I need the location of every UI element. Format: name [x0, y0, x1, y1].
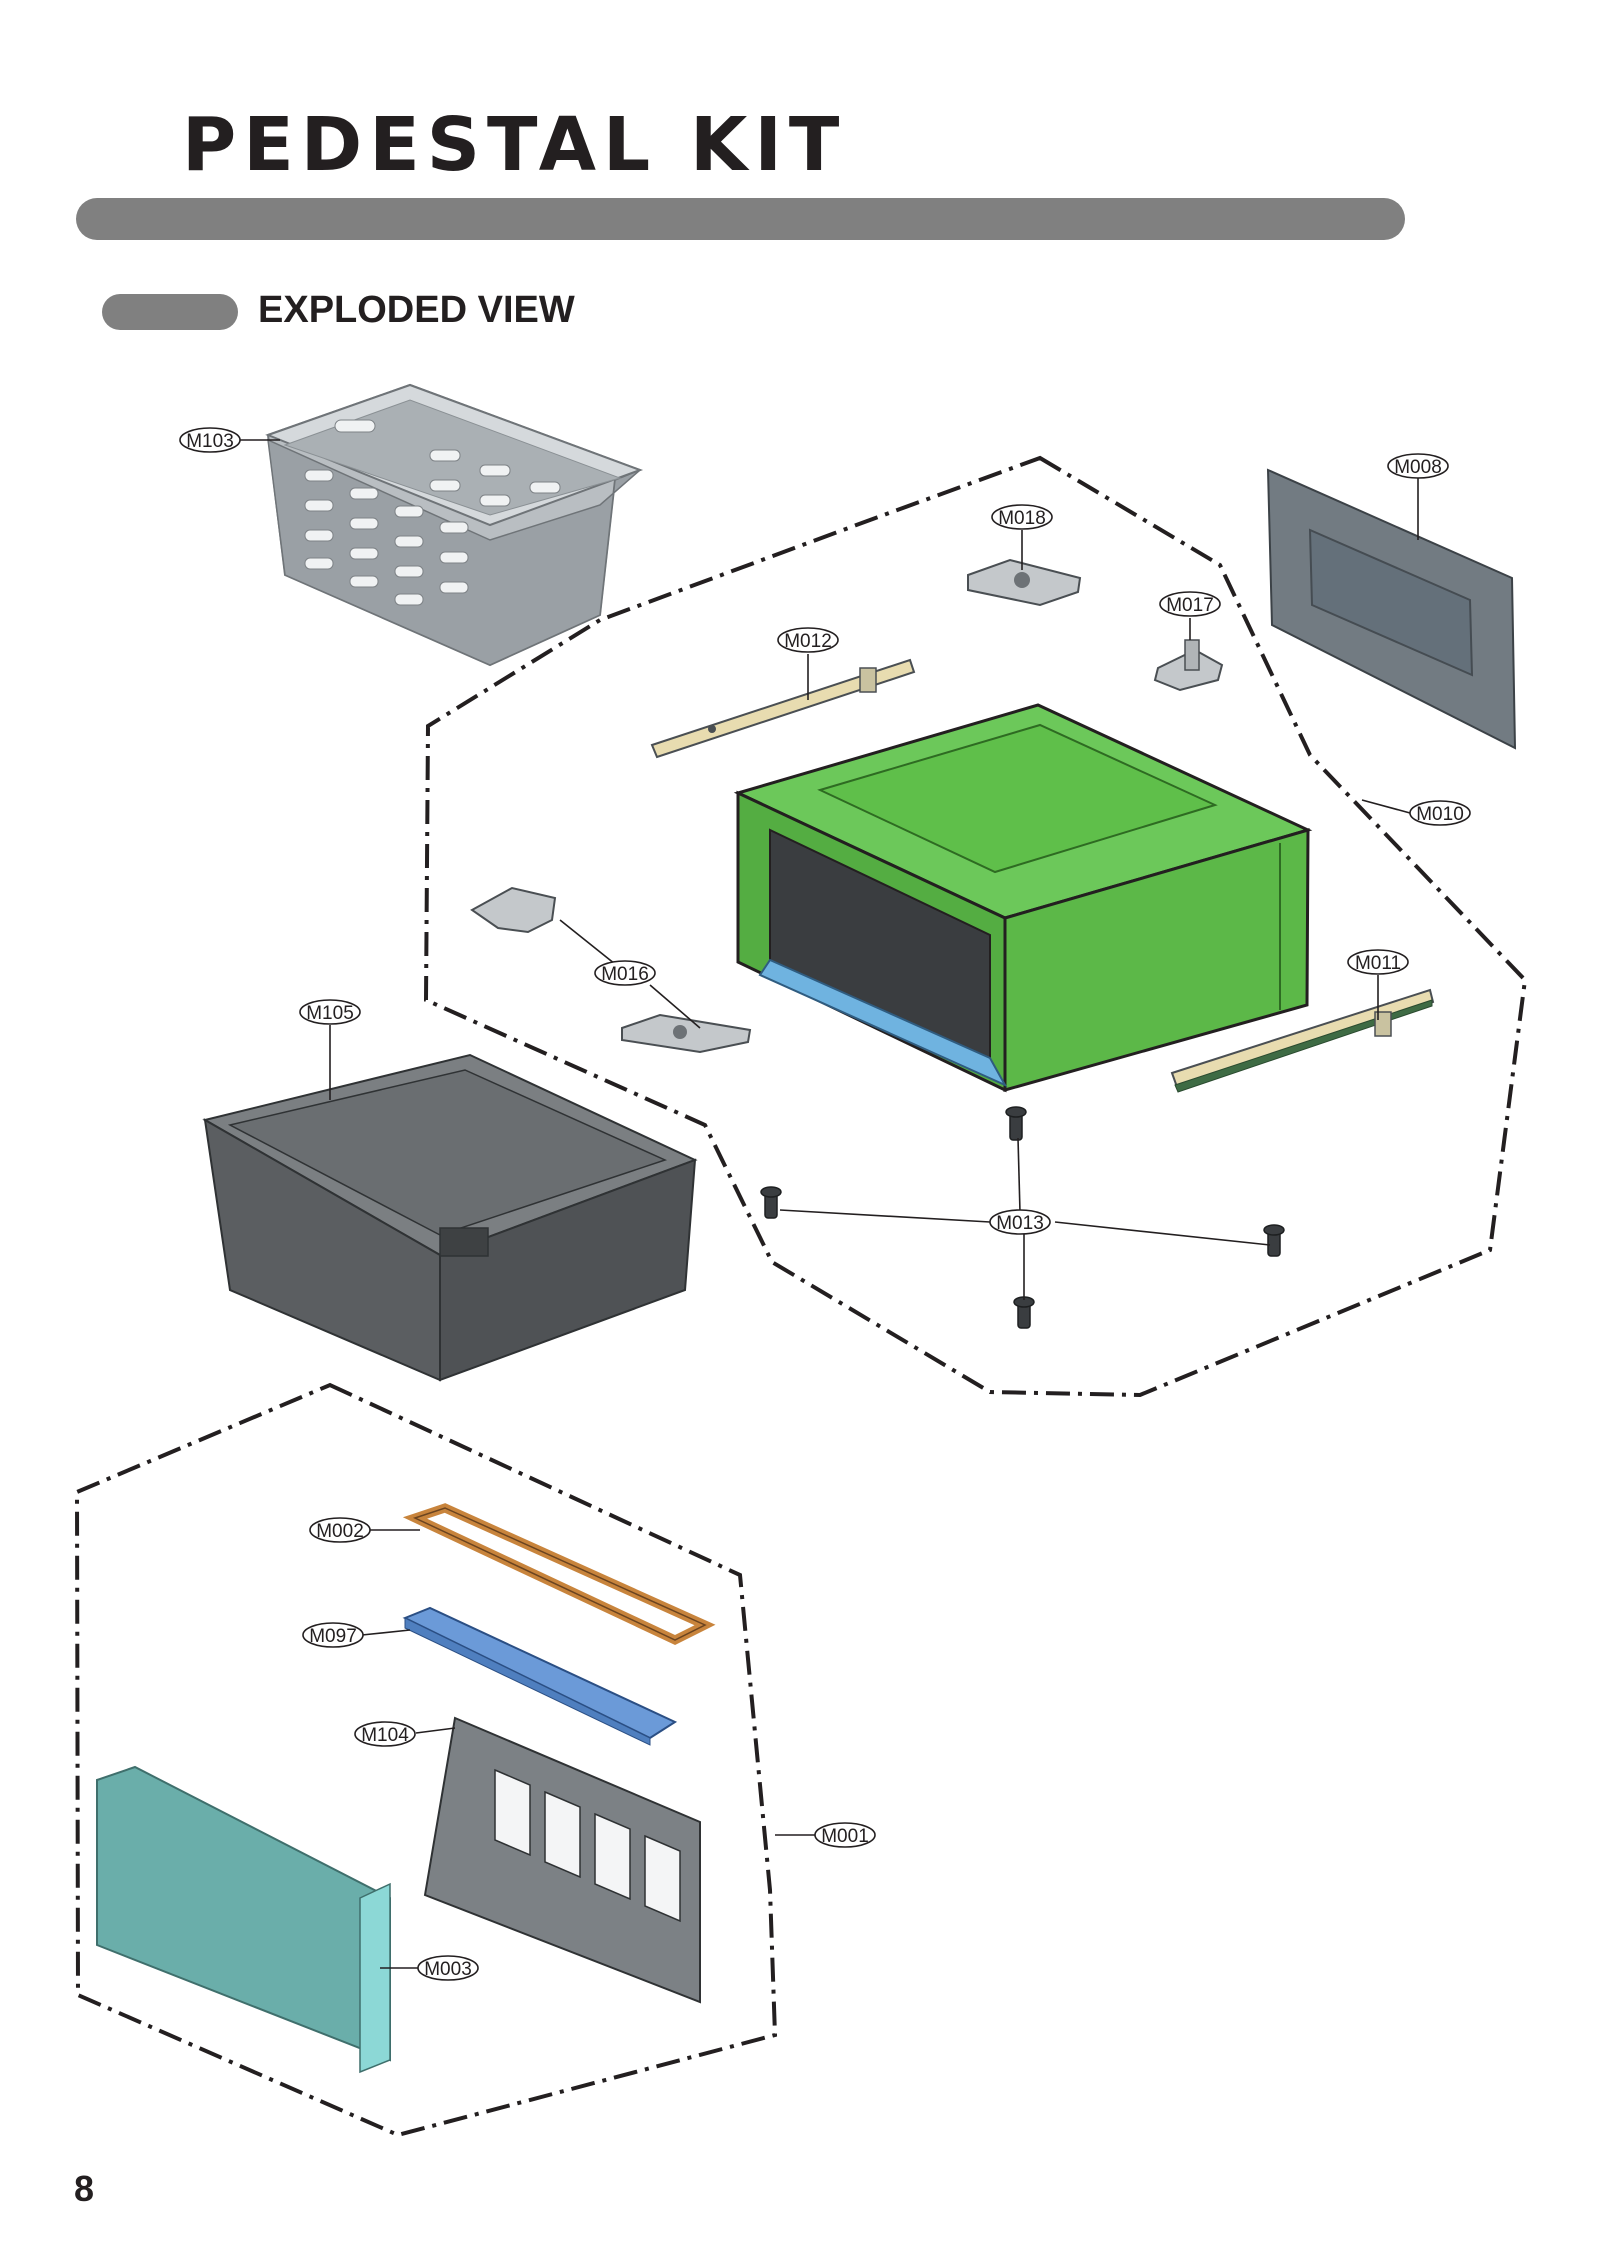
- svg-text:M105: M105: [306, 1003, 354, 1024]
- front-panel-m003: [96, 1765, 391, 2074]
- frame-m002: [402, 1503, 716, 1646]
- page-number: 8: [74, 2168, 95, 2209]
- callout-m011: M011: [1347, 949, 1409, 975]
- callout-m010: M010: [1409, 800, 1471, 826]
- bracket-m018: [967, 558, 1082, 607]
- cabinet-group-boundary: [423, 455, 1528, 1398]
- title-underline-bar: [76, 198, 1405, 240]
- rail-m011: [1170, 988, 1435, 1093]
- svg-text:M103: M103: [186, 431, 234, 452]
- svg-text:M018: M018: [998, 508, 1046, 529]
- drawer-m105: [202, 1053, 698, 1382]
- back-panel-m008: [1266, 468, 1517, 750]
- svg-text:M010: M010: [1416, 804, 1464, 825]
- grille-m104: [423, 1716, 701, 2004]
- svg-text:M017: M017: [1166, 595, 1214, 616]
- cover-m097: [402, 1606, 678, 1746]
- front-assembly-boundary: [74, 1382, 778, 2138]
- callout-m003: M003: [417, 1955, 479, 1981]
- svg-text:M097: M097: [309, 1626, 357, 1647]
- callout-m105: M105: [299, 999, 361, 1025]
- svg-text:M001: M001: [821, 1826, 869, 1847]
- page-title: PEDESTAL KIT: [182, 102, 847, 188]
- bracket-m016-upper: [470, 886, 557, 934]
- callout-m001: M001: [814, 1822, 876, 1848]
- callout-m018: M018: [991, 504, 1053, 530]
- callout-m008: M008: [1387, 453, 1449, 479]
- callout-m013: M013: [989, 1209, 1051, 1235]
- callout-m016: M016: [594, 960, 656, 986]
- rail-m012: [650, 658, 916, 759]
- svg-text:M012: M012: [784, 631, 832, 652]
- svg-text:M003: M003: [424, 1959, 472, 1980]
- section-title: EXPLODED VIEW: [258, 289, 575, 331]
- svg-text:M002: M002: [316, 1521, 364, 1542]
- bracket-m016-lower: [621, 1013, 752, 1054]
- section-marker: [102, 294, 238, 330]
- callout-m103: M103: [179, 427, 241, 453]
- svg-text:M013: M013: [996, 1213, 1044, 1234]
- callout-m002: M002: [309, 1517, 371, 1543]
- bracket-m017: [1153, 639, 1224, 692]
- svg-text:M011: M011: [1355, 953, 1401, 974]
- callout-m017: M017: [1159, 591, 1221, 617]
- callout-m097: M097: [302, 1622, 364, 1648]
- cabinet-m010: [733, 703, 1313, 1093]
- callout-m012: M012: [777, 627, 839, 653]
- svg-text:M016: M016: [601, 964, 649, 985]
- callout-m104: M104: [354, 1721, 416, 1747]
- basket-m103: [265, 383, 643, 667]
- svg-text:M008: M008: [1394, 457, 1442, 478]
- svg-text:M104: M104: [361, 1725, 409, 1746]
